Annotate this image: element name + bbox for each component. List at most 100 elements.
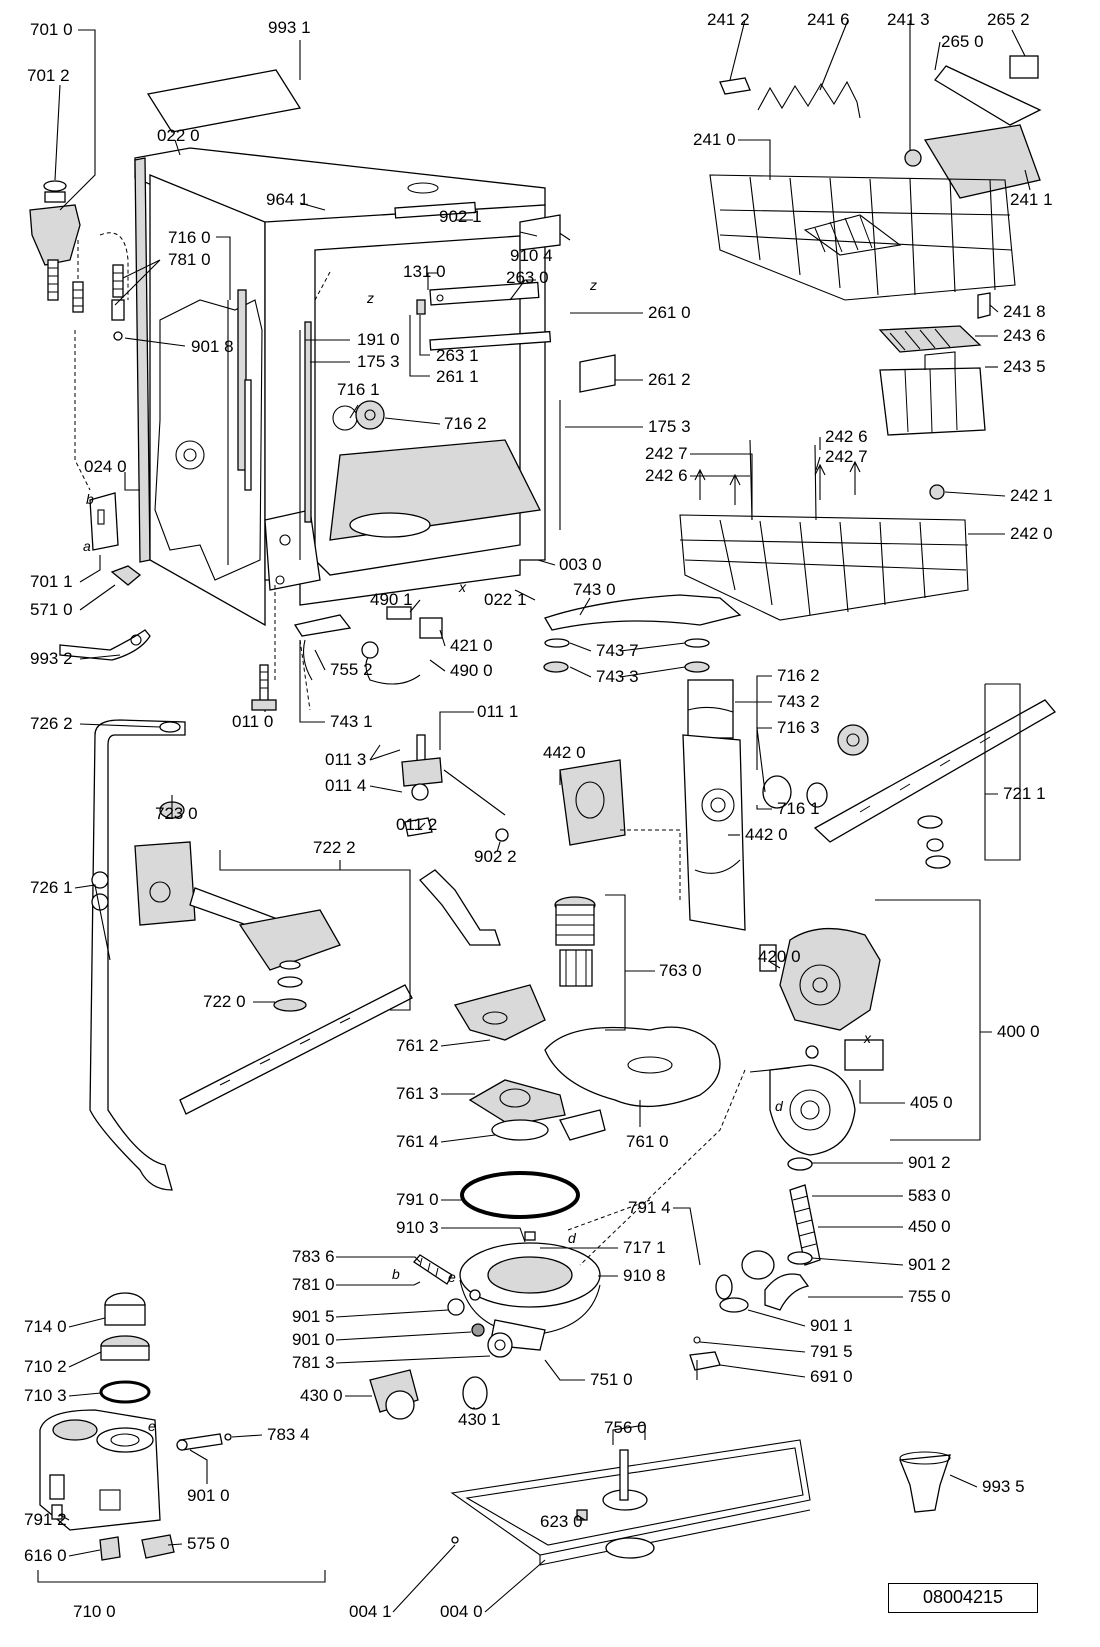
part-label-442-0b: 442 0 [745, 825, 788, 844]
part-label-701-2: 701 2 [27, 66, 70, 85]
ref-letter: b [392, 1266, 400, 1282]
part-label-575-0: 575 0 [187, 1534, 230, 1553]
upper-basket [709, 55, 1042, 436]
part-label-761-2: 761 2 [396, 1036, 439, 1055]
part-label-131-0: 131 0 [403, 262, 446, 281]
dishwasher-tub [134, 69, 616, 711]
part-label-261-1: 261 1 [436, 367, 479, 386]
part-label-783-4: 783 4 [267, 1425, 310, 1444]
part-label-430-0: 430 0 [300, 1386, 343, 1405]
part-label-716-0: 716 0 [168, 228, 211, 247]
part-label-490-1: 490 1 [370, 590, 413, 609]
part-label-241-2: 241 2 [707, 10, 750, 29]
part-label-901-0a: 901 0 [292, 1330, 335, 1349]
part-label-011-3: 011 3 [325, 750, 367, 769]
water-softener-parts [37, 1292, 326, 1583]
misc-small-parts [251, 606, 509, 842]
ref-letter: x [459, 579, 466, 595]
part-label-901-8: 901 8 [191, 337, 234, 356]
part-label-721-1: 721 1 [1003, 784, 1046, 803]
sump-filter-parts [369, 896, 721, 1420]
part-label-243-6: 243 6 [1003, 326, 1046, 345]
part-label-781-0b: 781 0 [292, 1275, 335, 1294]
ref-letter: z [367, 290, 374, 306]
part-label-011-4: 011 4 [325, 776, 367, 795]
part-label-726-1: 726 1 [30, 878, 73, 897]
part-label-242-7b: 242 7 [825, 447, 868, 466]
part-label-011-1: 011 1 [477, 702, 519, 721]
top-seal-strip [146, 69, 302, 133]
part-label-420-0: 420 0 [758, 947, 801, 966]
part-label-011-0: 011 0 [232, 712, 274, 731]
spray-arm-parts [543, 594, 1056, 931]
part-label-901-2b: 901 2 [908, 1255, 951, 1274]
part-label-022-1: 022 1 [484, 590, 527, 609]
part-label-710-0: 710 0 [73, 1602, 116, 1621]
part-label-616-0: 616 0 [24, 1546, 67, 1565]
part-label-743-7: 743 7 [596, 641, 639, 660]
part-label-763-0: 763 0 [659, 961, 702, 980]
part-label-241-6: 241 6 [807, 10, 850, 29]
part-label-722-0: 722 0 [203, 992, 246, 1011]
part-label-993-1: 993 1 [268, 18, 311, 37]
part-label-265-0: 265 0 [941, 32, 984, 51]
ref-letter: x [864, 1030, 871, 1046]
ref-letter: z [590, 277, 597, 293]
part-label-716-2b: 716 2 [777, 666, 820, 685]
part-label-241-0: 241 0 [693, 130, 736, 149]
part-label-743-2: 743 2 [777, 692, 820, 711]
part-label-910-4: 910 4 [510, 246, 553, 265]
part-label-191-0: 191 0 [357, 330, 400, 349]
part-label-263-1: 263 1 [436, 346, 479, 365]
part-label-743-0: 743 0 [573, 580, 616, 599]
part-label-791-0: 791 0 [396, 1190, 439, 1209]
part-label-263-0: 263 0 [506, 268, 549, 287]
part-label-710-2: 710 2 [24, 1357, 67, 1376]
part-label-490-0: 490 0 [450, 661, 493, 680]
part-label-024-0: 024 0 [84, 457, 127, 476]
feed-pipe-assembly [89, 719, 501, 1191]
part-label-726-2: 726 2 [30, 714, 73, 733]
part-label-751-0: 751 0 [590, 1370, 633, 1389]
part-label-421-0: 421 0 [450, 636, 493, 655]
part-label-623-0: 623 0 [540, 1512, 583, 1531]
part-label-710-3: 710 3 [24, 1386, 67, 1405]
part-label-175-3b: 175 3 [648, 417, 691, 436]
part-label-716-1a: 716 1 [337, 380, 380, 399]
inlet-valve-parts [29, 180, 151, 661]
ref-letter: d [775, 1098, 783, 1114]
part-label-701-1: 701 1 [30, 572, 73, 591]
part-label-714-0: 714 0 [24, 1317, 67, 1336]
part-label-910-8: 910 8 [623, 1266, 666, 1285]
part-label-011-2: 011 2 [396, 815, 438, 834]
part-label-261-2: 261 2 [648, 370, 691, 389]
part-label-716-2a: 716 2 [444, 414, 487, 433]
ref-letter: d [568, 1230, 576, 1246]
document-number-box: 08004215 [888, 1583, 1038, 1613]
part-label-261-0: 261 0 [648, 303, 691, 322]
base-tray-parts [450, 1424, 951, 1566]
part-label-243-5: 243 5 [1003, 357, 1046, 376]
part-label-901-2a: 901 2 [908, 1153, 951, 1172]
part-label-791-2: 791 2 [24, 1510, 67, 1529]
part-label-791-4: 791 4 [628, 1198, 671, 1217]
part-label-241-1: 241 1 [1010, 190, 1053, 209]
part-label-781-3: 781 3 [292, 1353, 335, 1372]
part-label-783-6: 783 6 [292, 1247, 335, 1266]
ref-letter: b [86, 491, 94, 507]
ref-letter: a [83, 538, 91, 554]
tub-side-panel [149, 174, 266, 627]
part-label-723-0: 723 0 [155, 804, 198, 823]
document-number: 08004215 [922, 1587, 1004, 1607]
part-label-241-8: 241 8 [1003, 302, 1046, 321]
part-label-242-6b: 242 6 [645, 466, 688, 485]
ref-letter: e [148, 1418, 156, 1434]
leader-lines [54, 19, 1031, 1613]
part-label-743-3: 743 3 [596, 667, 639, 686]
part-label-791-5: 791 5 [810, 1342, 853, 1361]
part-label-003-0: 003 0 [559, 555, 602, 574]
part-label-583-0: 583 0 [908, 1186, 951, 1205]
part-label-004-0: 004 0 [440, 1602, 483, 1621]
